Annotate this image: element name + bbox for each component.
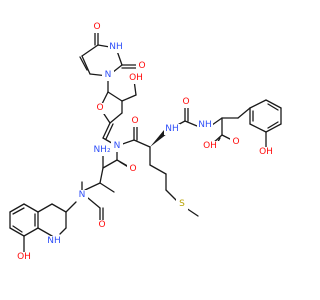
hydroxyl-label: OH	[203, 141, 217, 151]
bond	[37, 227, 53, 237]
phenol-ring	[249, 99, 282, 149]
structure-svg: O NH O N OH O N O O NH O NH O OH OH NH₂	[9, 22, 282, 263]
nitrogen-label: N	[114, 141, 121, 151]
bond	[121, 94, 137, 102]
bond	[265, 123, 282, 133]
bond	[79, 56, 88, 71]
oxygen-label: O	[98, 220, 105, 230]
oxygen-label: O	[138, 61, 145, 71]
molecule-diagram: O NH O N OH O N O O NH O NH O OH OH NH₂	[9, 22, 282, 263]
hydroxyl-label: OH	[129, 73, 143, 83]
bond	[37, 203, 53, 213]
bond	[249, 123, 267, 133]
bond	[99, 182, 115, 193]
bond	[133, 139, 151, 148]
bond	[102, 159, 118, 169]
bond	[105, 123, 114, 140]
bond	[265, 99, 282, 109]
nitrogen-label: NH	[165, 124, 179, 134]
hydroxyl-label: OH	[259, 147, 273, 157]
oxygen-label: O	[96, 103, 103, 113]
atom-labels: O NH O N OH O N O O NH O NH O OH OH NH₂	[16, 22, 275, 263]
bond	[107, 91, 123, 102]
oxygen-label: O	[232, 137, 239, 147]
isoquinoline-fragment	[9, 203, 67, 253]
bond	[23, 203, 39, 213]
oxygen-label: O	[129, 164, 136, 174]
nitrogen-label: NH	[109, 42, 123, 52]
bond	[211, 117, 223, 126]
oxygen-label: O	[182, 97, 189, 107]
bond	[87, 197, 101, 209]
bond	[267, 103, 279, 111]
lower-branch	[65, 153, 134, 223]
bond	[9, 203, 25, 213]
bond	[109, 112, 123, 124]
bond	[149, 164, 167, 175]
nitrogen-label: NH	[198, 120, 212, 130]
bond	[59, 227, 67, 235]
bond	[237, 107, 251, 119]
bond	[81, 55, 91, 75]
bond	[23, 227, 39, 237]
sulfur-label: S	[179, 199, 185, 209]
amine-label: NH₂	[93, 145, 111, 155]
bond	[65, 201, 77, 213]
oxygen-label: O	[131, 116, 138, 126]
bond	[267, 121, 279, 129]
bond	[102, 122, 111, 139]
bond	[12, 225, 23, 233]
bond	[84, 182, 101, 191]
bond	[12, 207, 25, 215]
nitrogen-label: N	[105, 70, 112, 80]
oxygen-label: O	[93, 22, 100, 32]
stereo-wedge	[150, 130, 167, 147]
nitrogen-label: NH	[47, 236, 61, 246]
hydroxyl-label: OH	[17, 252, 31, 262]
bond	[184, 120, 198, 127]
bond	[9, 227, 25, 237]
nitrogen-label: N	[79, 190, 86, 200]
bond	[51, 203, 67, 213]
bond	[249, 99, 267, 109]
bond	[81, 44, 99, 57]
bond	[99, 167, 104, 184]
